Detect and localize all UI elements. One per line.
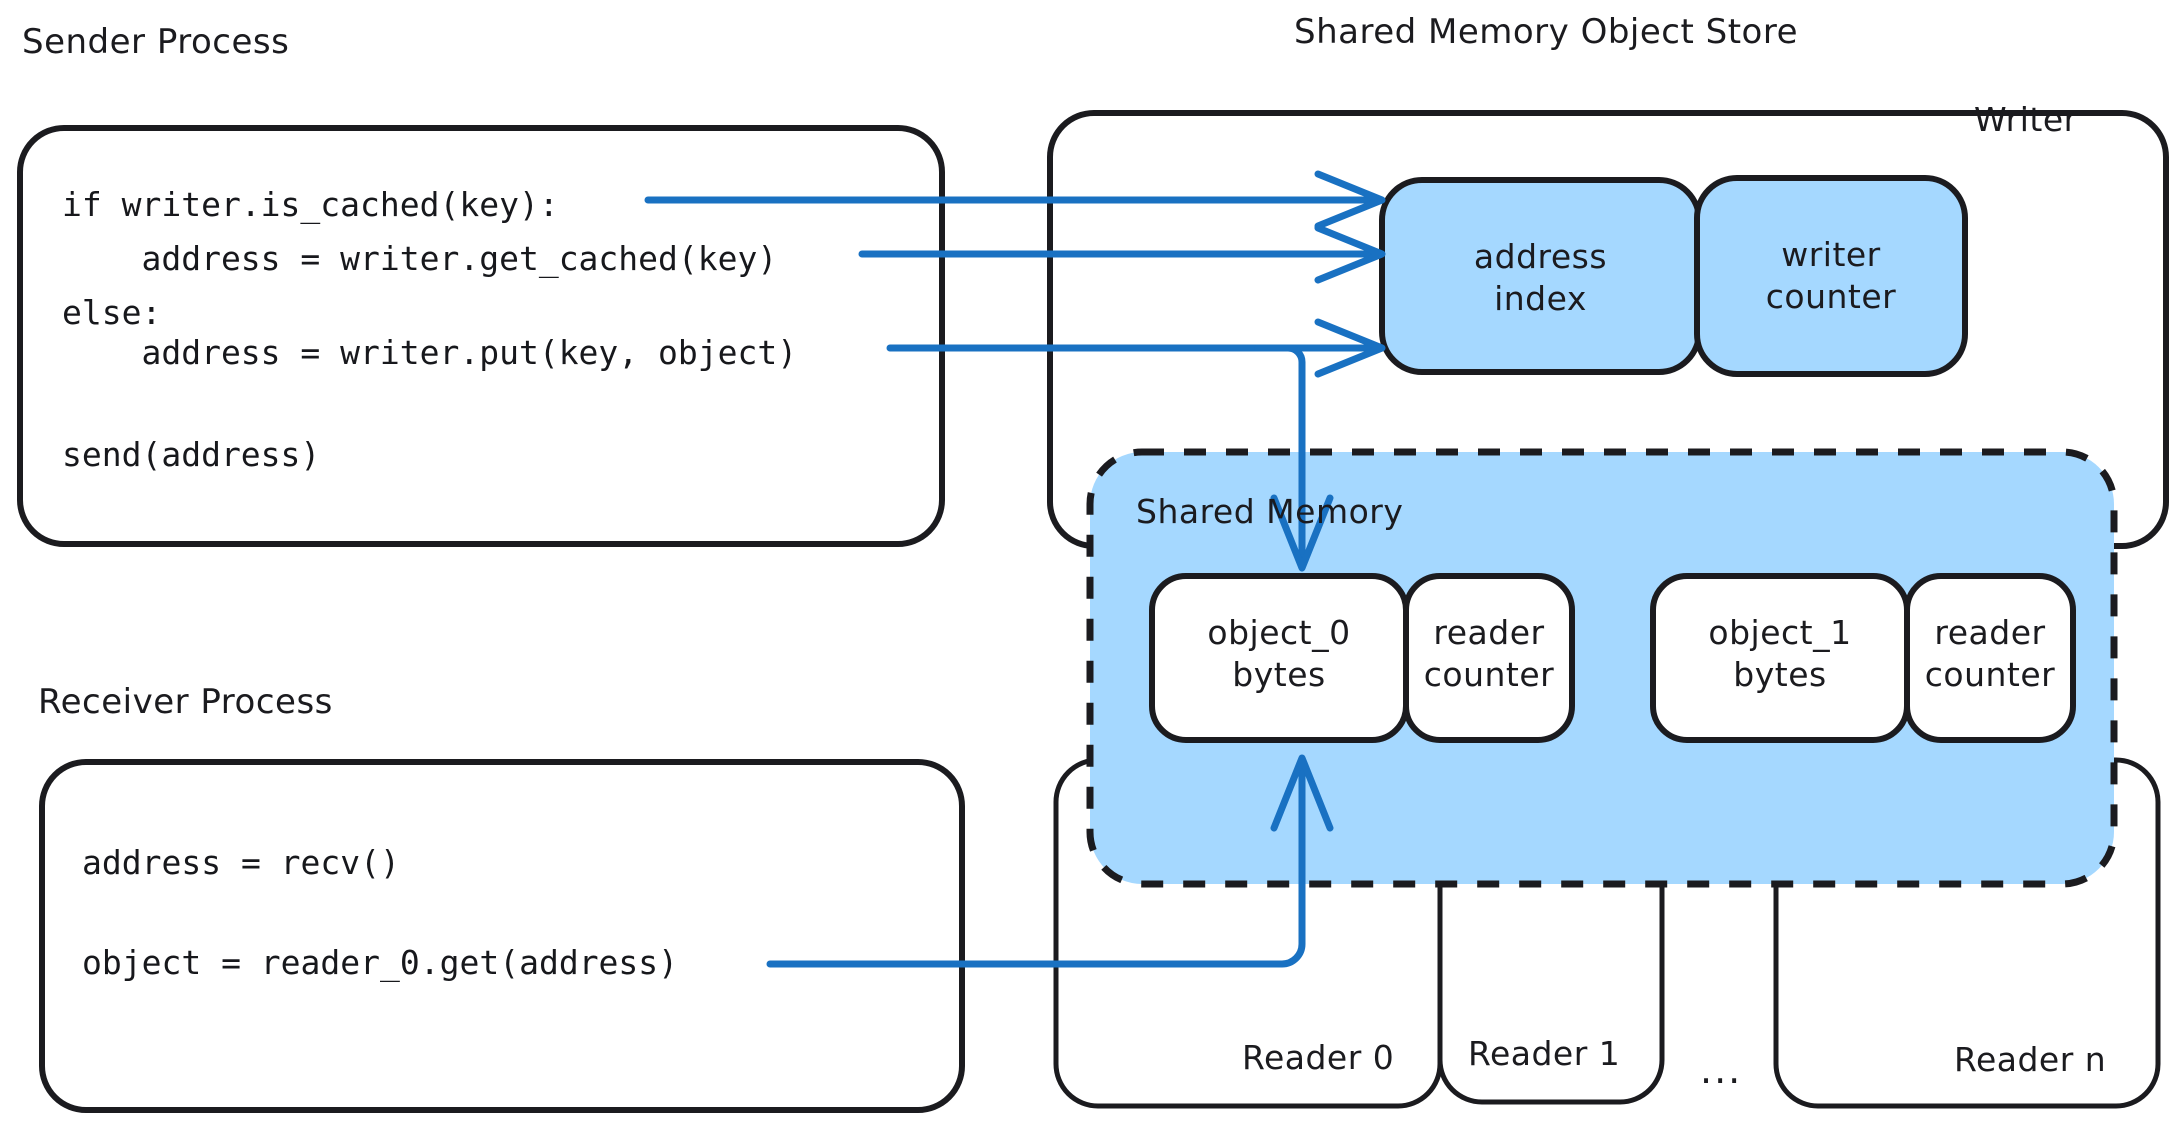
sender-code-line-2: address = writer.get_cached(key) <box>62 239 778 278</box>
reader-1-label: Reader 1 <box>1468 1034 1621 1073</box>
sender-code-line-3: else: <box>62 293 162 332</box>
arrow-put-to-address-index <box>886 318 1386 378</box>
address-index-label-line2: index <box>1494 279 1587 318</box>
reader-n-label: Reader n <box>1954 1040 2107 1079</box>
sender-code-line-1: if writer.is_cached(key): <box>62 185 559 224</box>
shared-memory-label: Shared Memory <box>1136 492 1404 531</box>
object-1-bytes-label-line2: bytes <box>1733 655 1827 694</box>
writer-container-box <box>1047 110 2169 549</box>
writer-label: Writer <box>1974 100 2078 139</box>
arrow-get-cached-to-address-index <box>858 224 1386 284</box>
sender-process-caption: Sender Process <box>22 22 290 62</box>
object-1-reader-counter-label-line2: counter <box>1924 655 2056 694</box>
object-0-bytes-label-line2: bytes <box>1232 655 1326 694</box>
receiver-code-line-1: address = recv() <box>82 843 400 882</box>
sender-code-line-4: address = writer.put(key, object) <box>62 333 798 372</box>
writer-counter-label-line2: counter <box>1765 277 1897 316</box>
object-1-reader-counter-label-line1: reader <box>1934 613 2046 652</box>
receiver-process-caption: Receiver Process <box>38 682 333 722</box>
object-0-reader-counter-label-line2: counter <box>1423 655 1555 694</box>
receiver-process-box <box>39 759 965 1113</box>
shared-memory-object-store-caption: Shared Memory Object Store <box>1294 12 1798 52</box>
object-1-bytes-label-line1: object_1 <box>1708 613 1852 652</box>
object-0-bytes-label-line1: object_0 <box>1207 613 1351 652</box>
arrow-reader-get-to-object-0 <box>766 754 1334 968</box>
object-0-reader-counter-label-line1: reader <box>1433 613 1545 652</box>
address-index-label-line1: address <box>1473 237 1608 276</box>
readers-ellipsis-label: ... <box>1700 1048 1743 1092</box>
arrow-is-cached-to-address-index <box>644 170 1386 230</box>
writer-counter-label-line1: writer <box>1781 235 1881 274</box>
receiver-code-line-2: object = reader_0.get(address) <box>82 943 679 982</box>
reader-0-label: Reader 0 <box>1242 1038 1395 1077</box>
sender-code-line-6: send(address) <box>62 435 321 474</box>
arrow-put-branch-to-object-0 <box>1254 344 1334 572</box>
